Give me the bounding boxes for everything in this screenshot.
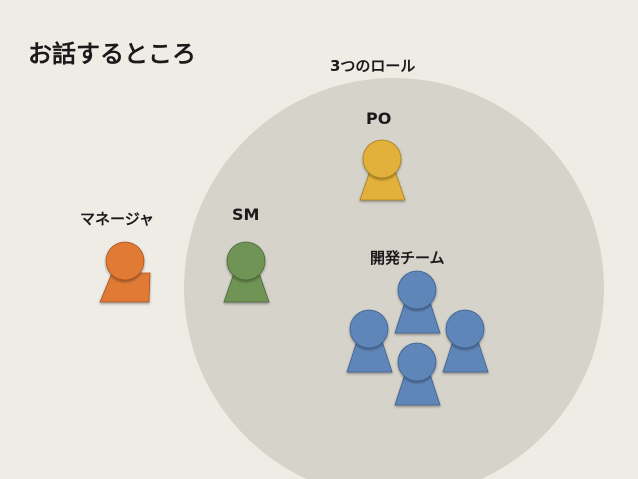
dev-team-label: 開発チーム	[370, 249, 445, 267]
scrum-team-circle	[184, 78, 604, 479]
circle-label: 3つのロール	[330, 57, 416, 75]
dev-member-figure	[442, 309, 489, 373]
dev-team-figures	[346, 270, 489, 406]
sm-figure	[223, 241, 270, 303]
manager-figure-head	[105, 241, 145, 281]
po-figure	[359, 139, 406, 201]
sm-figure-head	[226, 241, 266, 281]
dev-member-figure	[394, 342, 441, 406]
manager-figure	[99, 241, 151, 303]
page-title: お話するところ	[28, 40, 196, 68]
sm-label: SM	[232, 205, 260, 224]
po-figure-head	[362, 139, 402, 179]
dev-member-figure	[394, 270, 441, 334]
manager-label: マネージャ	[80, 210, 154, 228]
po-label: PO	[366, 109, 392, 128]
dev-member-figure	[346, 309, 393, 373]
